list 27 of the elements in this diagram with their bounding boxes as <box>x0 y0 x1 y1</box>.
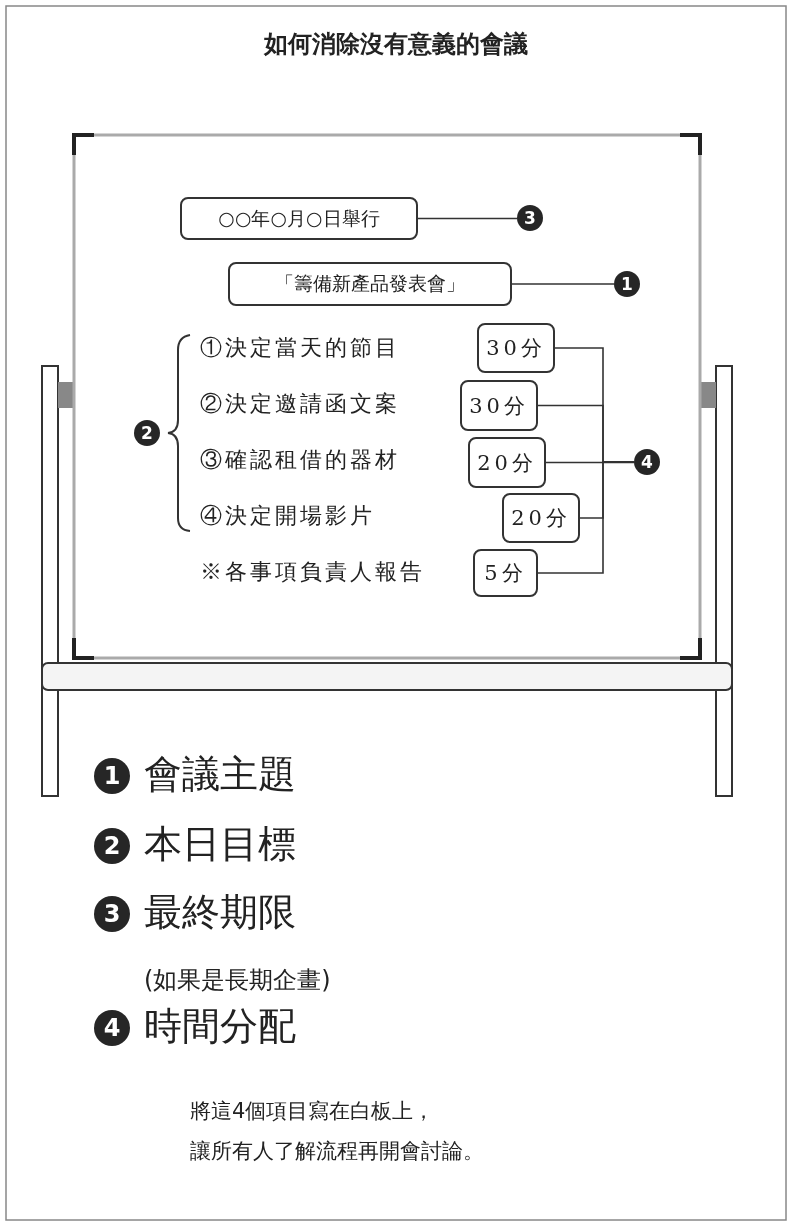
item-heading: 會議主題 <box>144 751 296 798</box>
item-note: (如果是長期企畫) <box>144 965 331 996</box>
list-item: ③確認租借的器材 <box>200 446 400 474</box>
time-box: 20分 <box>468 437 546 488</box>
list-item: ①決定當天的節目 <box>200 334 400 362</box>
number-circle: 1 <box>94 758 130 794</box>
note-text: 將這4個項目寫在白板上， <box>190 1098 435 1125</box>
time-box: 5分 <box>473 549 538 597</box>
list-item: ④決定開場影片 <box>200 502 375 530</box>
number-circle: 4 <box>94 1010 130 1046</box>
list-item: ※各事項負責人報告 <box>200 558 425 586</box>
connector-line <box>417 217 518 220</box>
text-box: ○○年○月○日舉行 <box>180 197 418 240</box>
text-box: 「籌備新產品發表會」 <box>228 262 512 306</box>
time-box: 20分 <box>502 493 580 543</box>
number-circle: 2 <box>94 828 130 864</box>
connector-line <box>511 283 615 285</box>
title: 如何消除沒有意義的會議 <box>263 29 529 60</box>
item-heading: 本日目標 <box>144 821 296 868</box>
number-circle: 3 <box>94 896 130 932</box>
item-heading: 最終期限 <box>144 889 296 936</box>
note-text: 讓所有人了解流程再開會討論。 <box>190 1138 484 1165</box>
item-heading: 時間分配 <box>144 1003 296 1050</box>
time-box: 30分 <box>460 380 538 431</box>
time-box: 30分 <box>477 323 555 373</box>
connector-line <box>537 461 635 574</box>
list-item: ②決定邀請函文案 <box>200 390 400 418</box>
